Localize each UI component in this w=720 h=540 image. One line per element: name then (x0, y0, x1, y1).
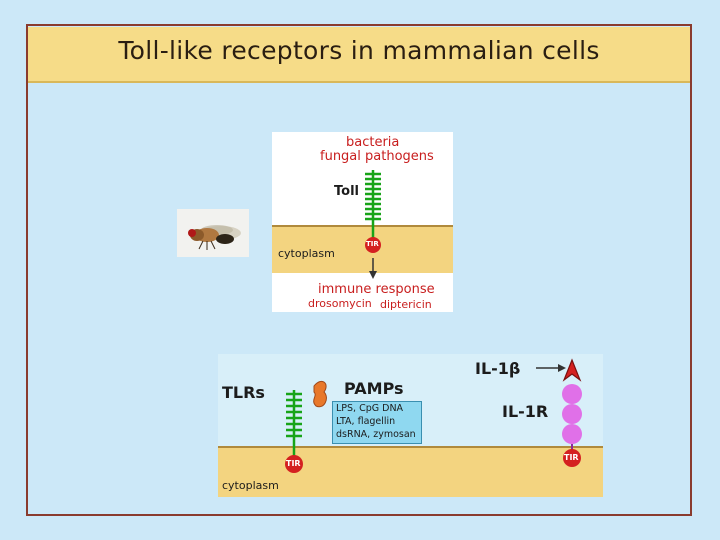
pamps-list-line-3: dsRNA, zymosan (336, 429, 416, 440)
il1r-domain-3 (562, 424, 582, 444)
down-arrow-icon (369, 271, 377, 279)
immune-response-label: immune response (318, 282, 435, 297)
pamps-list-line-1: LPS, CpG DNA (336, 403, 404, 414)
il1r-label: IL-1R (502, 402, 549, 421)
pamps-label: PAMPs (344, 379, 404, 398)
response-area (272, 273, 453, 312)
toll-receptor (365, 170, 381, 238)
arrow-icon (558, 364, 566, 372)
cytoplasm-layer (272, 225, 453, 275)
diptericin-label: diptericin (380, 298, 432, 311)
tir-domain-right (563, 449, 581, 467)
pamps-list-box: LPS, CpG DNA LTA, flagellin dsRNA, zymos… (332, 401, 422, 444)
toll-receptor-diagram (365, 170, 381, 279)
tlr-receptor (286, 390, 302, 458)
ligand-label-fungal: fungal pathogens (320, 149, 434, 164)
tir-domain-left (285, 455, 303, 473)
tir-label: TIR (366, 240, 379, 248)
slide-frame (26, 24, 692, 516)
drosomycin-label: drosomycin (308, 297, 372, 310)
tlr-diagram-panel: TLRs PAMPs LPS, CpG DNA LTA, flagellin d… (218, 354, 603, 497)
tir-label-left: TIR (286, 459, 301, 468)
tlr-receptor-diagram (285, 358, 582, 473)
il1r-domain-1 (562, 384, 582, 404)
il1-beta-label: IL-1β (475, 359, 521, 378)
cytoplasm-label: cytoplasm (278, 247, 335, 260)
fruit-fly-photo (177, 209, 249, 257)
pamp-molecule-icon (313, 380, 327, 408)
il1r-domain-2 (562, 404, 582, 424)
cytoplasm-layer (218, 446, 603, 497)
slide-title: Toll-like receptors in mammalian cells (118, 36, 600, 65)
title-band (28, 27, 690, 83)
cytoplasm-label: cytoplasm (222, 479, 279, 492)
toll-receptor-label: Toll (334, 184, 359, 199)
toll-diagram-panel: bacteria fungal pathogens Toll TIR cytop… (272, 132, 453, 312)
ligand-label-bacteria: bacteria (346, 135, 400, 150)
tir-domain (365, 237, 381, 253)
tir-label-right: TIR (564, 453, 579, 462)
pamps-list-line-2: LTA, flagellin (336, 416, 396, 427)
tlrs-label: TLRs (222, 383, 265, 402)
fly-icon (188, 225, 241, 250)
il1-beta-ligand-icon (562, 358, 582, 382)
